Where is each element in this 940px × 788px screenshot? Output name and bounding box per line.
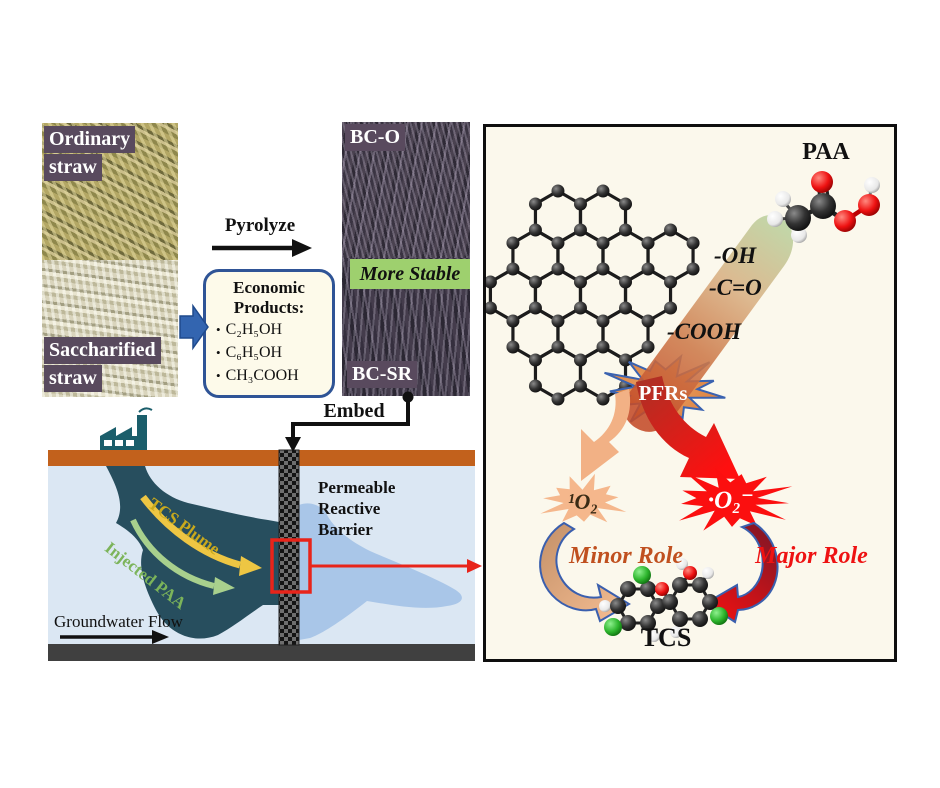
paa-attack-arrow — [623, 215, 794, 432]
paa-label: PAA — [802, 139, 850, 165]
econ-bullet-item: •C₆H₅OH — [216, 344, 283, 361]
hydroxyl-group-label: -OH — [714, 243, 757, 268]
tcs-plume-arrow — [140, 494, 262, 576]
factory-icon — [100, 407, 153, 450]
minor-branch-arrow — [581, 389, 631, 481]
tcs-label: TCS — [640, 623, 692, 652]
prb-label: Permeable Reactive Barrier — [318, 478, 396, 539]
major-branch-arrow — [636, 376, 740, 479]
carboxyl-group-label: -COOH — [667, 319, 742, 344]
more-stable-badge: More Stable — [350, 259, 470, 289]
econ-bullet-item: •C₂H₅OH — [216, 321, 283, 338]
bullet-icon: • — [216, 345, 221, 360]
singlet-oxygen-starburst — [540, 473, 627, 523]
mechanism-panel: PFRs ¹O₂ ·O₂⁻ — [483, 124, 897, 662]
major-role-arrow — [704, 521, 779, 624]
pyrolyze-label: Pyrolyze — [224, 215, 296, 236]
groundwater-diagram — [48, 407, 475, 661]
treated-plume — [299, 503, 462, 640]
mechanism-graphics: PFRs ¹O₂ ·O₂⁻ — [486, 171, 880, 642]
reactive-barrier — [278, 449, 300, 646]
bullet-icon: • — [216, 368, 221, 383]
tcs-molecule — [599, 558, 728, 642]
injected-paa-arrow — [130, 518, 235, 595]
saccharified-straw-label-line1: Saccharified — [44, 337, 161, 364]
bullet-icon: • — [216, 322, 221, 337]
bco-label: BC-O — [345, 124, 405, 151]
bedrock-strip — [48, 644, 475, 661]
econ-title-line1: Economic — [233, 278, 305, 297]
saccharified-straw-label-line2: straw — [44, 365, 102, 392]
economic-products-box: Economic Products: •C₂H₅OH •C₆H₅OH •CH₃C… — [203, 269, 335, 398]
pfrs-text: PFRs — [639, 381, 688, 405]
major-role-label: Major Role — [755, 543, 868, 569]
ordinary-straw-label-line1: Ordinary — [44, 126, 136, 153]
superoxide-text: ·O₂⁻ — [708, 487, 754, 514]
singlet-oxygen-text: ¹O₂ — [568, 489, 598, 514]
soil-strip — [48, 450, 475, 466]
pyrolyze-arrow — [212, 239, 312, 257]
groundwater-flow-arrow — [60, 630, 169, 644]
groundwater-flow-label: Groundwater Flow — [54, 612, 183, 631]
paa-molecule — [767, 171, 880, 243]
ordinary-straw-label-line2: straw — [44, 154, 102, 181]
superoxide-starburst — [679, 467, 793, 531]
bcsr-label: BC-SR — [347, 361, 418, 388]
carbonyl-group-label: -C=O — [709, 275, 762, 300]
econ-title-line2: Products: — [233, 298, 305, 317]
minor-role-label: Minor Role — [568, 543, 684, 569]
econ-bullet-item: •CH₃COOH — [216, 367, 299, 384]
